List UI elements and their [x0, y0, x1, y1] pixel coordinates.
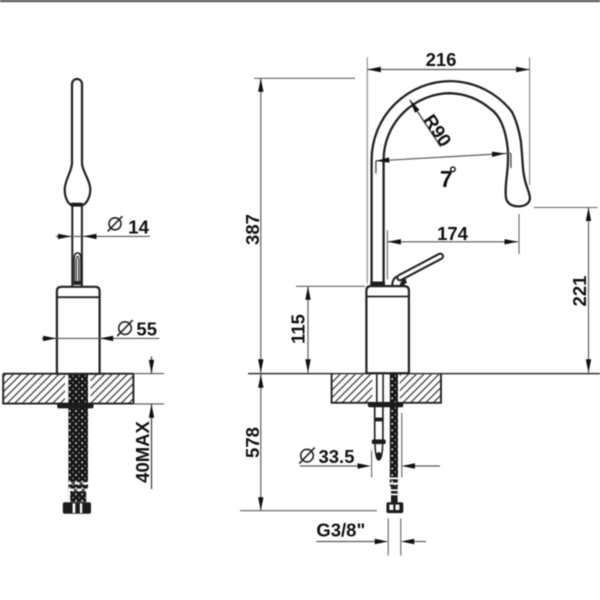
- svg-text:216: 216: [426, 49, 457, 70]
- svg-text:578: 578: [242, 427, 263, 458]
- svg-text:221: 221: [569, 276, 590, 307]
- svg-text:40MAX: 40MAX: [132, 421, 153, 483]
- svg-text:G3/8": G3/8": [316, 520, 365, 541]
- svg-text:33.5: 33.5: [318, 446, 354, 467]
- svg-text:55: 55: [136, 319, 157, 340]
- svg-text:387: 387: [242, 214, 263, 245]
- svg-text:14: 14: [128, 217, 149, 238]
- svg-text:115: 115: [288, 314, 309, 344]
- svg-text:7: 7: [440, 166, 453, 192]
- svg-text:174: 174: [437, 223, 469, 244]
